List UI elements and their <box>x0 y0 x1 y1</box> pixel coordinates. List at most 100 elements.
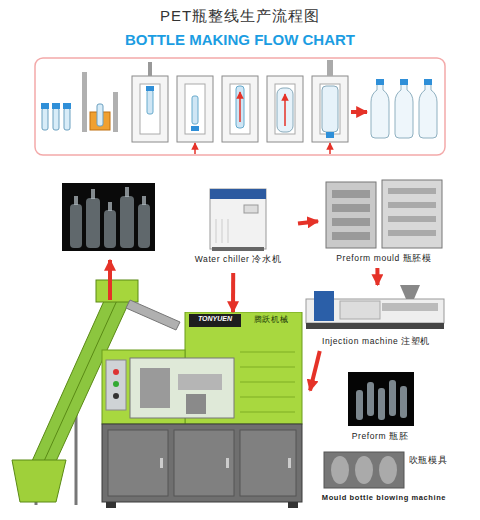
blow-mould <box>312 76 348 142</box>
bottle-icon <box>277 88 293 132</box>
subtitle: BOTTLE MAKING FLOW CHART <box>0 32 480 49</box>
chiller-base <box>212 247 264 251</box>
heater-rail <box>82 72 87 132</box>
mould-cavity <box>320 84 340 134</box>
node-art <box>90 312 308 508</box>
cabinet-door <box>174 430 234 496</box>
chart-title: PET瓶整线生产流程图 <box>0 7 480 26</box>
mechanism <box>140 368 170 408</box>
bottle-cap <box>400 79 408 85</box>
chiller-node: Water chiller 冷水机 <box>178 183 298 273</box>
mould-core <box>388 202 436 208</box>
mechanism <box>186 394 206 414</box>
preform-tube <box>400 386 407 418</box>
node-label: Injection machine 注塑机 <box>302 337 450 346</box>
flow-arrow <box>231 273 235 312</box>
blow-mould <box>177 76 213 142</box>
hopper <box>400 285 420 299</box>
bottle-cap <box>424 79 432 85</box>
vent-line <box>240 367 295 368</box>
heater-rail <box>113 92 118 132</box>
machine-window <box>130 358 234 418</box>
blow-mould <box>222 76 258 142</box>
mould-block <box>324 452 404 488</box>
node-label: 吹瓶模具 <box>406 456 450 466</box>
mould-core <box>388 216 436 222</box>
stretch-arrow <box>239 92 241 122</box>
blow-mould <box>132 76 168 142</box>
bottle-cap <box>376 79 384 85</box>
node-label: Water chiller 冷水机 <box>178 255 298 264</box>
node-label: Preform 瓶胚 <box>340 432 420 441</box>
bottle-neck <box>74 196 78 205</box>
flow-arrow <box>351 110 367 114</box>
preform-photo <box>348 372 414 426</box>
blow-mould <box>267 76 303 142</box>
brand-logo: TONYUEN <box>189 315 241 323</box>
preform-icon <box>97 104 103 126</box>
vent-line <box>240 412 295 413</box>
mould-cavity <box>185 84 205 134</box>
mould-cavity <box>379 456 397 484</box>
mould-cavity-row <box>332 232 370 240</box>
mould-cavity-row <box>332 204 370 212</box>
preform-tube <box>356 390 363 420</box>
chiller-top <box>210 189 266 199</box>
bottle-icon <box>371 84 389 138</box>
bottle-photo <box>86 198 100 248</box>
preform-icon <box>147 90 153 114</box>
preform-hopper <box>12 460 66 502</box>
injection-barrel <box>382 303 438 311</box>
bottle-icon <box>419 84 437 138</box>
mould-cavity <box>275 84 295 134</box>
bottle-icon <box>395 84 413 138</box>
vent-line <box>240 382 295 383</box>
logo-band <box>189 314 241 327</box>
door-handle <box>226 458 229 468</box>
mould-cavity <box>331 456 349 484</box>
flow-arrow <box>298 221 318 223</box>
clamp-unit <box>340 301 380 319</box>
flow-arrow <box>310 351 320 391</box>
process-panel <box>35 58 445 155</box>
chiller-display <box>244 205 258 213</box>
preform-icon <box>42 108 48 130</box>
chiller-vent <box>222 219 223 243</box>
preform-tube <box>378 388 385 420</box>
mould-cavity-row <box>332 190 370 198</box>
bottle-photo <box>138 204 150 248</box>
control-panel <box>314 291 334 321</box>
door-handle <box>288 458 291 468</box>
machine-foot <box>106 502 116 508</box>
feeder-box <box>96 280 138 302</box>
bottles-photo <box>62 183 155 251</box>
bottle-photo <box>70 204 82 248</box>
button <box>113 369 119 375</box>
preform-node: Preform 瓶胚 <box>310 372 420 446</box>
bottle-neck <box>91 189 95 199</box>
mould-cavity-row <box>332 218 370 226</box>
mould-core <box>388 230 436 236</box>
mould-plate <box>326 182 376 248</box>
preform-icon <box>64 108 70 130</box>
mould-cavity <box>230 84 250 134</box>
preform-tube <box>389 380 396 416</box>
bottle-photo <box>104 210 116 248</box>
preform-tube <box>367 382 374 416</box>
stretch-rod <box>148 62 152 76</box>
button <box>113 381 119 387</box>
preform-cap <box>146 86 154 91</box>
blow-arrow <box>284 94 286 126</box>
mould-core <box>388 188 436 194</box>
door-handle <box>160 458 163 468</box>
bottle-photo <box>120 196 134 248</box>
mould-cavity <box>140 84 160 134</box>
preform-icon <box>236 86 244 128</box>
vent-line <box>240 397 295 398</box>
flow-arrow <box>375 268 379 285</box>
machine-lower <box>102 424 302 502</box>
bottle-icon <box>322 86 338 132</box>
bottle-neck <box>108 202 112 211</box>
